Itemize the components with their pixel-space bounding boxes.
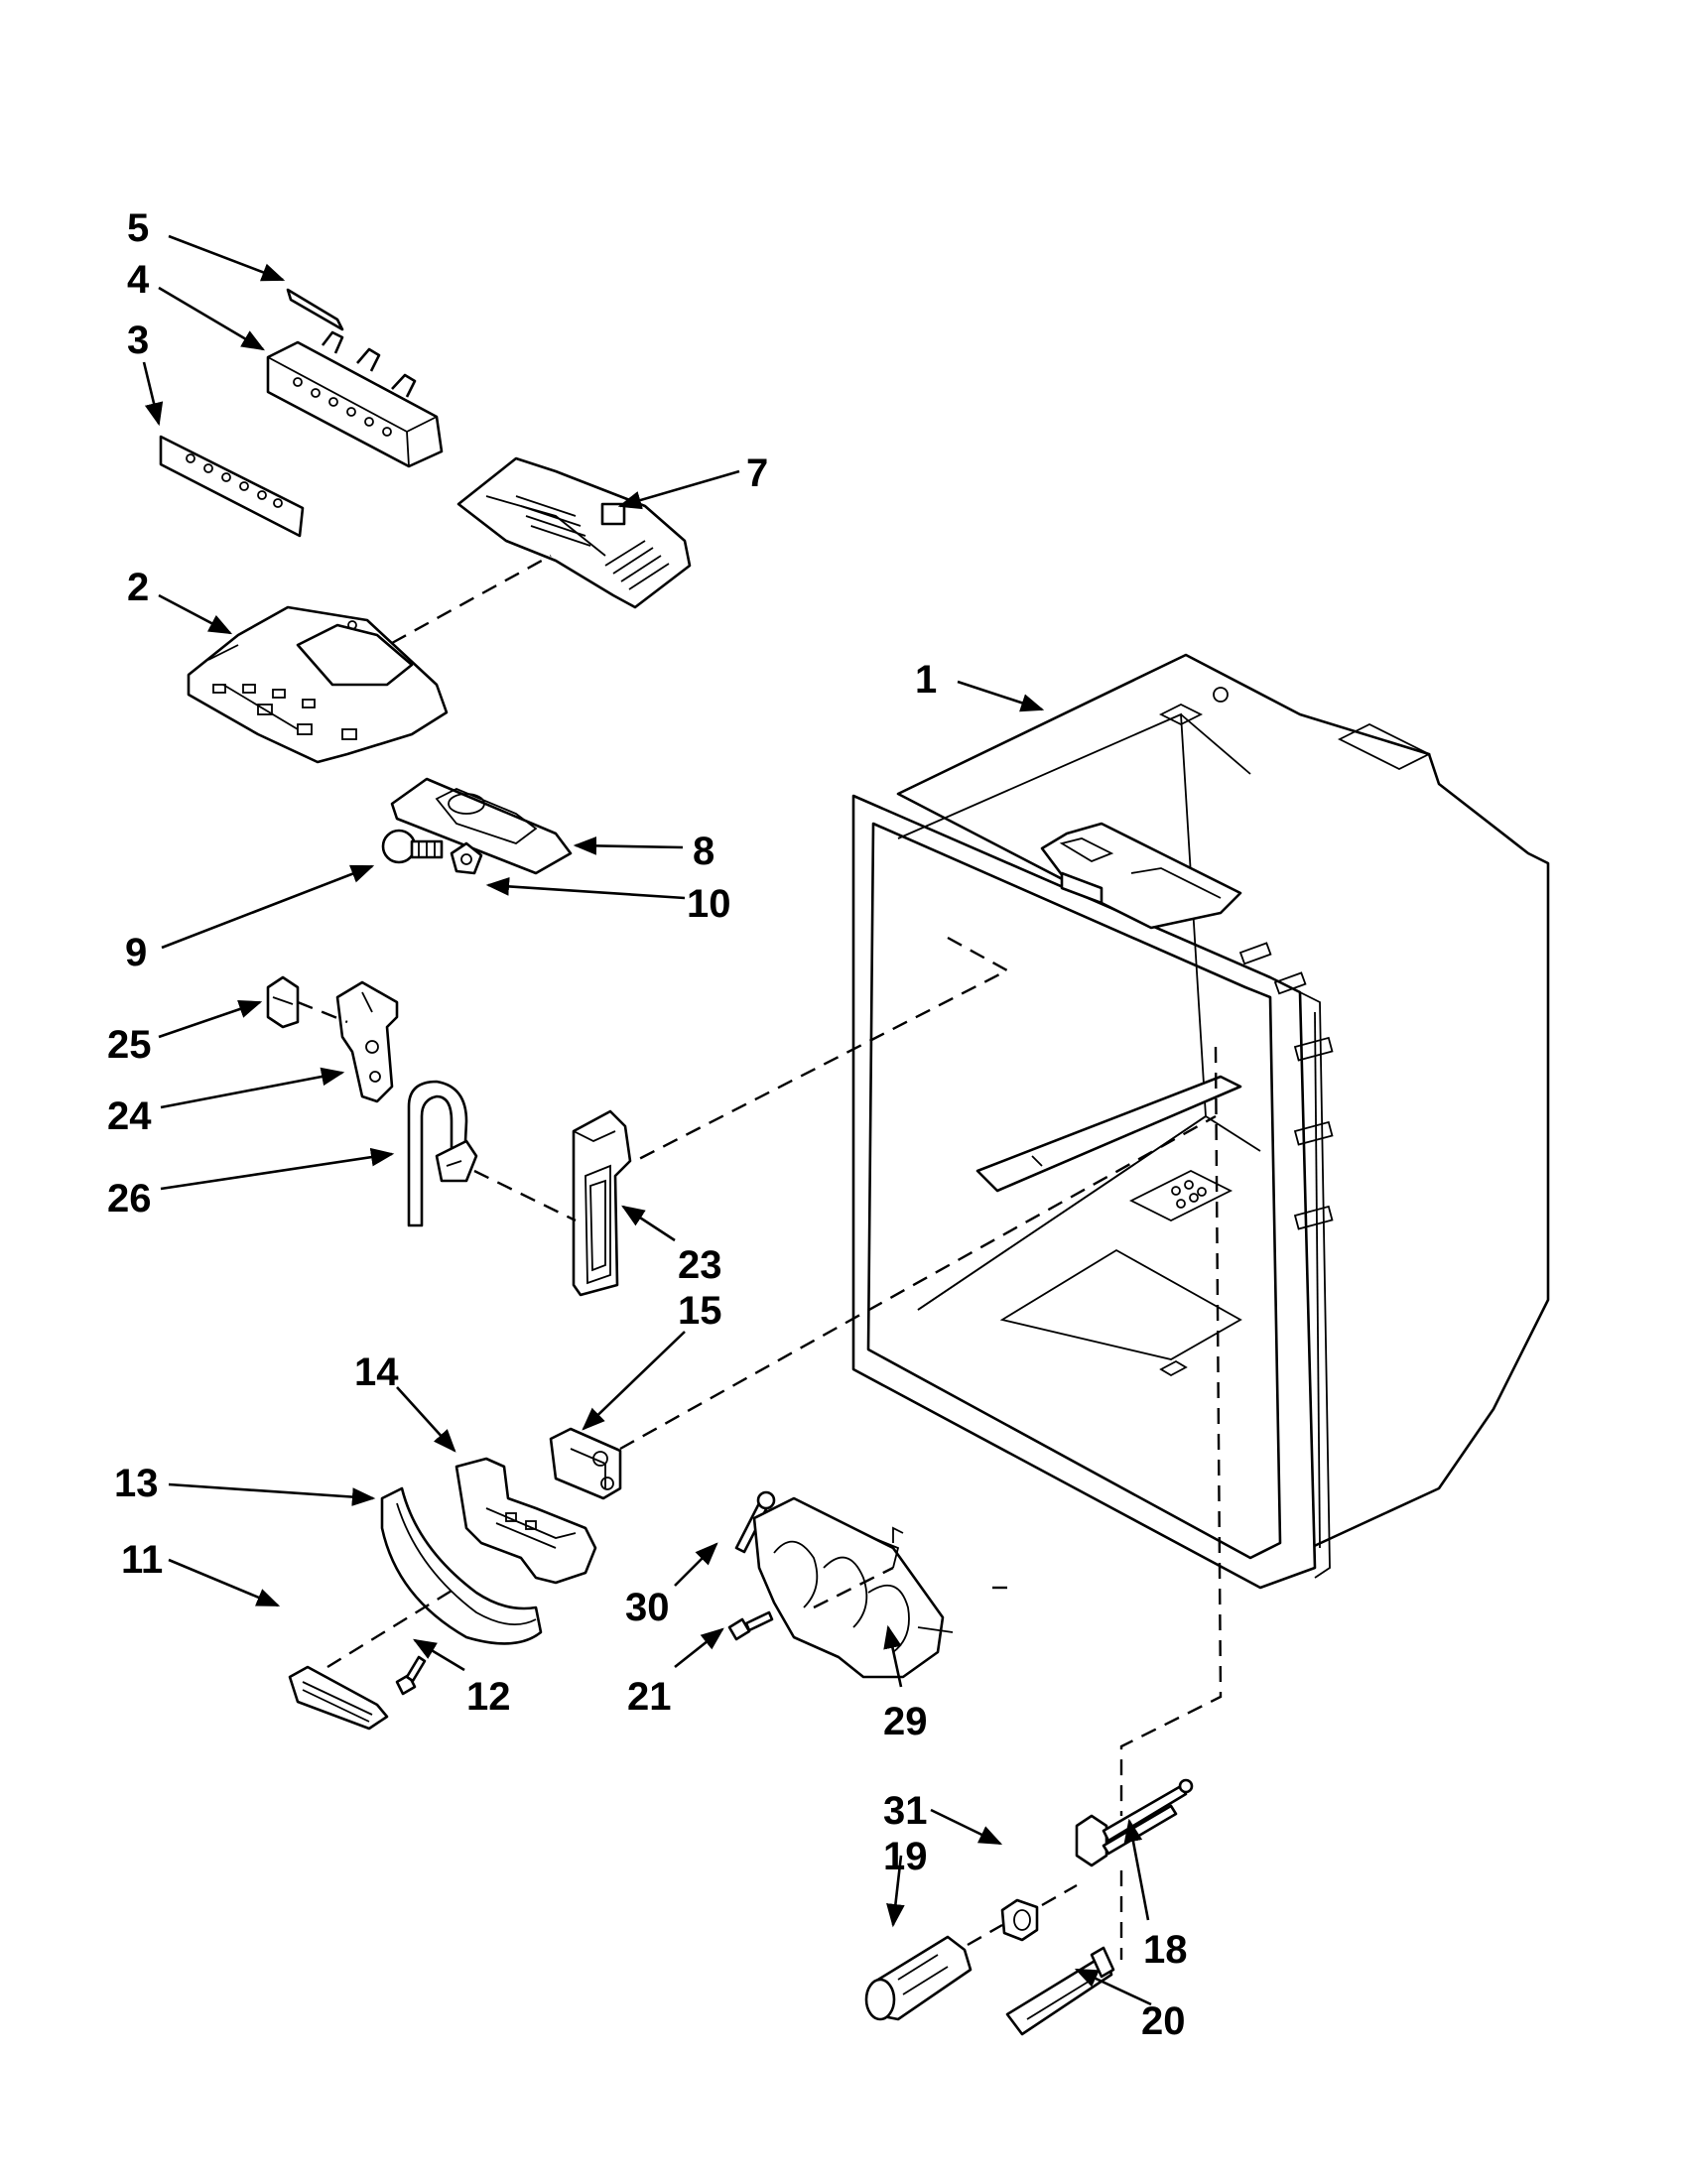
callout-23: 23	[678, 1243, 722, 1287]
part-23-dispenser-housing	[572, 1109, 632, 1297]
callout-26: 26	[107, 1177, 152, 1220]
part-20-bracket	[1005, 1946, 1115, 2036]
callout-29: 29	[883, 1700, 928, 1743]
callout-13: 13	[114, 1462, 159, 1505]
part-26-tube	[407, 1080, 478, 1227]
part-25-switch	[266, 975, 300, 1029]
part-4-housing	[266, 330, 444, 468]
callout-7: 7	[746, 451, 768, 495]
callout-21: 21	[627, 1675, 672, 1719]
part-8-light-housing	[390, 777, 573, 875]
part-21-screw	[727, 1610, 774, 1641]
callout-10: 10	[687, 882, 731, 926]
part-14-paddle-housing	[454, 1457, 597, 1585]
callout-2: 2	[127, 566, 149, 609]
part-12-screw	[395, 1655, 427, 1696]
callout-20: 20	[1141, 1999, 1186, 2043]
callout-9: 9	[125, 931, 147, 974]
callout-5: 5	[127, 206, 149, 250]
callout-24: 24	[107, 1094, 152, 1138]
callout-14: 14	[354, 1350, 399, 1394]
part-10-socket	[450, 841, 483, 875]
callout-25: 25	[107, 1023, 152, 1067]
callout-11: 11	[121, 1538, 163, 1582]
part-13-trim	[380, 1486, 543, 1645]
part-7-cover	[456, 456, 692, 609]
part-15-module	[549, 1427, 622, 1500]
part-5-bracket	[286, 288, 344, 331]
leader-lines	[142, 234, 1152, 2006]
callout-18: 18	[1143, 1928, 1188, 1972]
callout-12: 12	[466, 1675, 511, 1719]
part-19-filter	[864, 1935, 973, 2021]
callout-3: 3	[127, 319, 149, 362]
callout-31: 31	[883, 1789, 928, 1833]
callout-8: 8	[693, 830, 714, 873]
callout-30: 30	[625, 1586, 670, 1629]
assembly-lines	[297, 554, 1223, 1960]
part-11-tray	[288, 1665, 389, 1731]
part-2-tray	[187, 605, 449, 764]
part-29-ice-bin	[752, 1496, 954, 1679]
callout-15: 15	[678, 1289, 722, 1333]
callout-labels: 5 4 3 7 2 1 8 10 9 25 24 26 23 15 14 13 …	[107, 206, 1188, 2043]
part-3-plate	[159, 435, 305, 538]
part-9-bulb	[381, 829, 444, 864]
part-24-bracket	[335, 980, 399, 1103]
callout-1: 1	[915, 658, 937, 702]
callout-19: 19	[883, 1835, 928, 1878]
callout-4: 4	[127, 258, 150, 302]
part-31-cap	[1000, 1898, 1039, 1942]
part-1-liner	[851, 653, 1550, 1590]
